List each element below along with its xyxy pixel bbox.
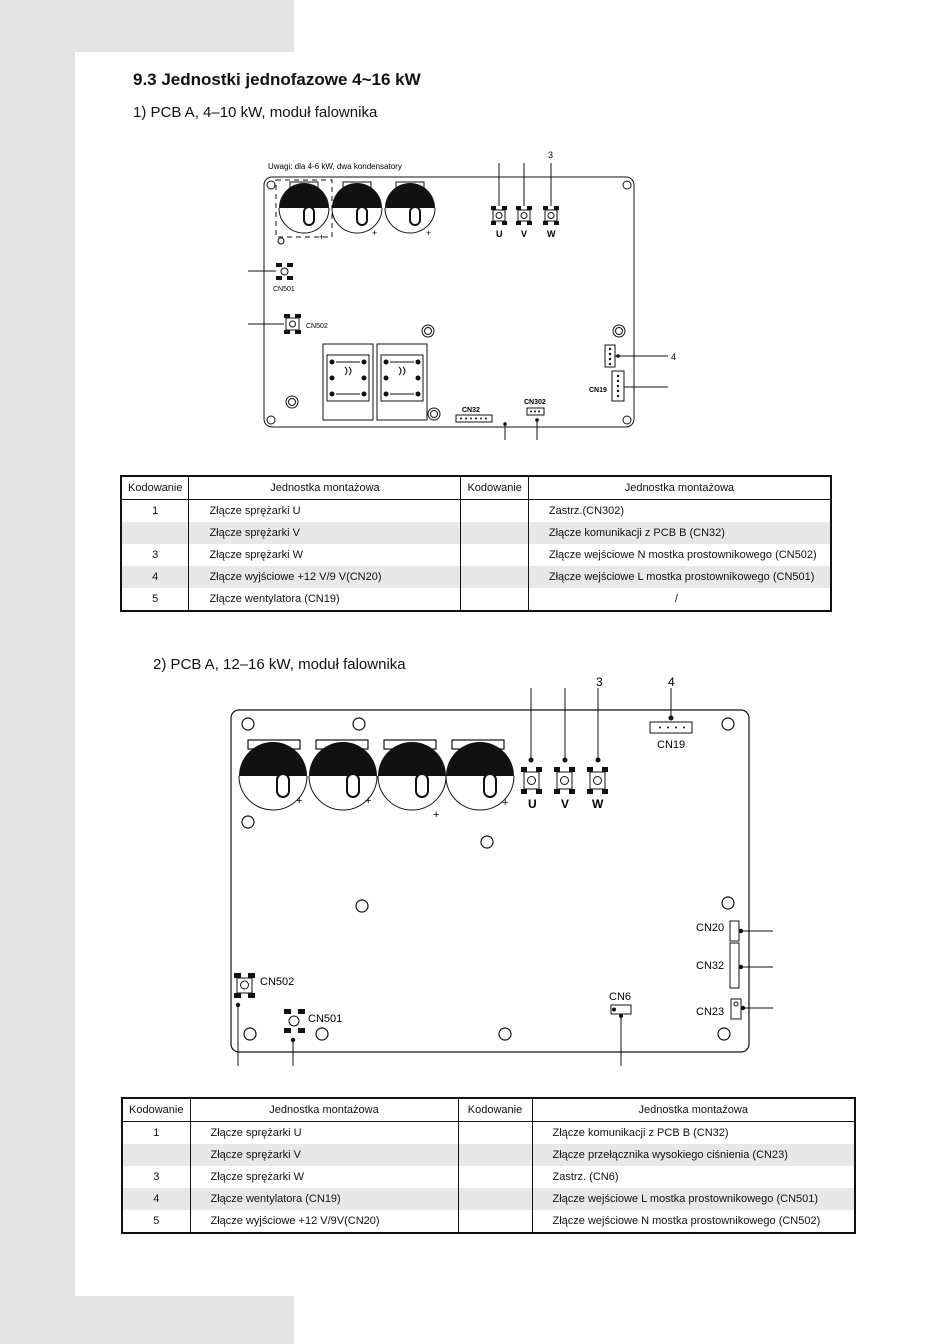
cn502-label: CN502 xyxy=(260,976,294,988)
cn32-connector-2 xyxy=(729,942,773,989)
capacitor-2a xyxy=(238,742,308,811)
cn502-connector-2 xyxy=(234,973,255,1066)
page-margin-band xyxy=(0,0,75,1344)
cn20-label: CN20 xyxy=(696,922,724,934)
capacitors-1 xyxy=(278,183,436,234)
rectifier-modules-1 xyxy=(322,343,428,421)
terminal-v-label: V xyxy=(521,229,527,239)
table-header-row: Kodowanie Jednostka montażowa Kodowanie … xyxy=(120,475,832,500)
pcb-diagram-1: + + + Uwagi: dla 4-6 kW, dwa kondensator… xyxy=(248,150,676,440)
header-unit: Jednostka montażowa xyxy=(527,475,832,500)
cn501-connector-2 xyxy=(284,1009,305,1066)
callout-4: 4 xyxy=(668,675,675,689)
table-header-row: Kodowanie Jednostka montażowa Kodowanie … xyxy=(121,1097,856,1122)
table-row: 3 Złącze sprężarki W Zastrz. (CN6) xyxy=(121,1166,855,1188)
plus-label: + xyxy=(433,809,439,821)
table-row: Złącze sprężarki V Złącze komunikacji z … xyxy=(120,522,831,544)
cn19-label: CN19 xyxy=(589,387,607,394)
capacitors-2 xyxy=(238,742,515,811)
header-code: Kodowanie xyxy=(457,1097,533,1122)
cn302-connector-1 xyxy=(526,407,545,440)
terminal-w-label: W xyxy=(547,229,556,239)
table-row: 1 Złącze sprężarki U Złącze komunikacji … xyxy=(121,1121,855,1144)
callout-3: 3 xyxy=(548,150,553,160)
terminal-w-label: W xyxy=(592,797,604,811)
table-row: 4 Złącze wentylatora (CN19) Złącze wejśc… xyxy=(121,1188,855,1210)
cn6-label: CN6 xyxy=(609,991,631,1003)
header-code: Kodowanie xyxy=(121,1097,191,1122)
callout-4: 4 xyxy=(671,352,676,362)
plus-label: + xyxy=(319,232,324,242)
cn502-connector-1 xyxy=(248,314,301,334)
cn501-label: CN501 xyxy=(273,286,295,293)
plus-label: + xyxy=(502,797,508,809)
table-row: 4 Złącze wyjściowe +12 V/9 V(CN20) Złącz… xyxy=(120,566,831,588)
diagram2-title: 2) PCB A, 12–16 kW, moduł falownika xyxy=(153,656,406,673)
cn23-label: CN23 xyxy=(696,1006,724,1018)
capacitor-2d xyxy=(445,742,515,811)
table-row: 3 Złącze sprężarki W Złącze wejściowe N … xyxy=(120,544,831,566)
header-code: Kodowanie xyxy=(460,475,529,500)
cn32-connector-1 xyxy=(455,414,506,440)
capacitor-1b xyxy=(331,183,383,234)
cn302-label: CN302 xyxy=(524,399,546,406)
pcb-board-1 xyxy=(263,176,635,428)
cn501-label: CN501 xyxy=(308,1013,342,1025)
plus-label: + xyxy=(296,795,302,807)
parts-table-2: Kodowanie Jednostka montażowa Kodowanie … xyxy=(121,1097,856,1234)
cn19-label: CN19 xyxy=(657,739,685,751)
terminal-u-label: U xyxy=(528,797,537,811)
header-tab xyxy=(0,0,294,52)
table-row: 5 Złącze wentylatora (CN19) / xyxy=(120,588,831,611)
plus-label: + xyxy=(426,228,431,238)
cn19-connector-1 xyxy=(611,370,668,402)
table-row: 1 Złącze sprężarki U Zastrz.(CN302) xyxy=(120,499,831,522)
capacitor-2c xyxy=(377,742,447,811)
table-row: 5 Złącze wyjściowe +12 V/9V(CN20) Złącze… xyxy=(121,1210,855,1233)
capacitor-1a xyxy=(278,183,330,234)
cn20-connector-1 xyxy=(604,344,668,368)
terminal-v-label: V xyxy=(561,797,569,811)
uvw-terminals-1 xyxy=(491,206,559,225)
cn20-connector-2 xyxy=(729,920,773,942)
pcb-board-2 xyxy=(230,709,750,1053)
plus-label: + xyxy=(365,795,371,807)
cn23-connector-2 xyxy=(730,998,773,1020)
section-title: 9.3 Jednostki jednofazowe 4~16 kW xyxy=(133,70,421,89)
table-row: Złącze sprężarki V Złącze przełącznika w… xyxy=(121,1144,855,1166)
header-unit: Jednostka montażowa xyxy=(189,1097,459,1122)
capacitor-2b xyxy=(308,742,378,811)
callout-3: 3 xyxy=(596,675,603,689)
diagram1-title: 1) PCB A, 4–10 kW, moduł falownika xyxy=(133,104,378,121)
header-code: Kodowanie xyxy=(120,475,190,500)
parts-table-1: Kodowanie Jednostka montażowa Kodowanie … xyxy=(120,475,832,612)
header-unit: Jednostka montażowa xyxy=(531,1097,856,1122)
plus-label: + xyxy=(372,228,377,238)
cn19-connector-2 xyxy=(649,688,693,734)
cn32-label: CN32 xyxy=(696,960,724,972)
footer-tab xyxy=(0,1296,294,1344)
header-unit: Jednostka montażowa xyxy=(188,475,462,500)
capacitor-1c xyxy=(384,183,436,234)
capacitor-note: Uwagi: dla 4-6 kW, dwa kondensatory xyxy=(268,162,402,171)
terminal-u-label: U xyxy=(496,229,503,239)
cn502-label: CN502 xyxy=(306,323,328,330)
cn501-connector-1 xyxy=(248,263,293,280)
pcb-diagram-2: + + + + U V W 3 4 CN19 CN20 CN32 CN23 xyxy=(230,675,773,1066)
cn32-label: CN32 xyxy=(462,407,480,414)
